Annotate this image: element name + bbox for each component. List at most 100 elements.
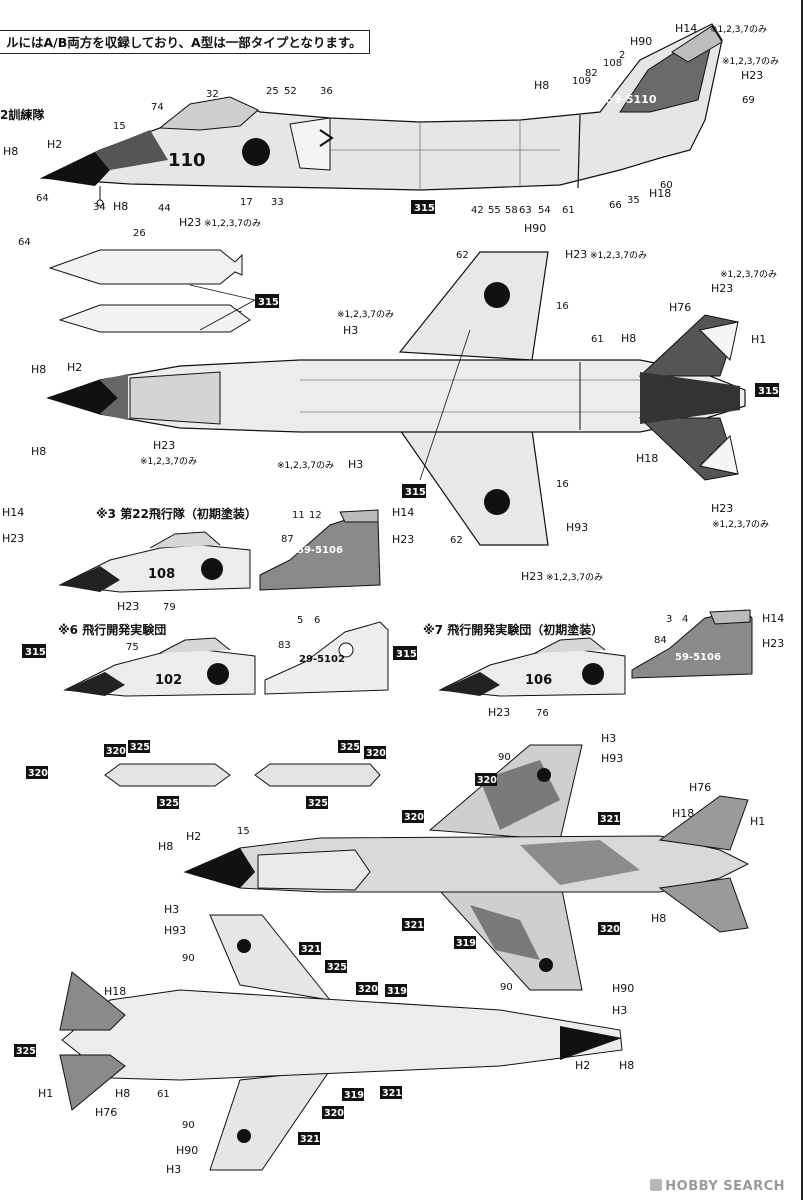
svg-text:320: 320: [404, 812, 424, 823]
svg-text:H23: H23: [488, 706, 510, 719]
svg-text:H3: H3: [166, 1163, 181, 1176]
paint-code-315-e: 315: [22, 644, 46, 658]
variant-adtw-early-nose: 106: [438, 637, 626, 697]
svg-text:H3: H3: [164, 903, 179, 916]
svg-text:H3: H3: [601, 732, 616, 745]
svg-text:315: 315: [25, 647, 46, 658]
note-top-7: ※1,2,3,7のみ: [546, 572, 603, 583]
svg-text:H1: H1: [751, 333, 766, 346]
variant-sq22-nose: 108: [58, 531, 251, 593]
drop-tanks-side: 315: [48, 249, 279, 333]
svg-text:11: 11: [292, 510, 305, 521]
svg-text:61: 61: [562, 205, 575, 216]
svg-text:2: 2: [619, 50, 625, 61]
variant-sq22-tail: 59-5106: [259, 509, 381, 591]
svg-text:17: 17: [240, 197, 253, 208]
paint-code-315-d: 315: [393, 646, 417, 660]
note-top-3: ※1,2,3,7のみ: [720, 269, 777, 280]
variant-adtw-early-tail: 59-5106: [631, 609, 753, 679]
note-top-1: ※1,2,3,7のみ: [590, 250, 647, 261]
svg-text:16: 16: [556, 301, 569, 312]
callouts-camo-bottom: 90 61 90: [157, 953, 195, 1131]
svg-text:315: 315: [758, 386, 779, 397]
svg-text:H76: H76: [689, 781, 711, 794]
svg-text:319: 319: [387, 986, 407, 997]
svg-text:H23: H23: [711, 502, 733, 515]
svg-text:H90: H90: [524, 222, 546, 235]
svg-text:H18: H18: [104, 985, 126, 998]
notice-banner: ルにはA/B両方を収録しており、A型は一部タイプとなります。: [0, 30, 370, 54]
svg-text:H2: H2: [575, 1059, 590, 1072]
paint-codes-camo: 320 325 325 325 320 325 320 320 321 321 …: [14, 740, 620, 1145]
svg-text:87: 87: [281, 534, 294, 545]
h-marks-camo-top: H3 H93 H8 H2 H76 H18 H1 H8 H90 H3: [158, 732, 765, 1017]
svg-text:H3: H3: [348, 458, 363, 471]
svg-text:321: 321: [600, 814, 620, 825]
svg-text:64: 64: [36, 193, 49, 204]
watermark: HOBBY SEARCH: [650, 1179, 785, 1194]
svg-text:320: 320: [477, 775, 497, 786]
svg-text:H90: H90: [630, 35, 652, 48]
svg-text:15: 15: [113, 121, 126, 132]
svg-text:36: 36: [320, 86, 333, 97]
svg-text:4: 4: [682, 614, 688, 625]
paint-code-315-a: 315: [411, 200, 435, 214]
svg-text:315: 315: [405, 487, 426, 498]
svg-text:H23: H23: [2, 532, 24, 545]
callouts-camo-top: 15 90 90: [237, 752, 513, 993]
svg-text:H8: H8: [158, 840, 173, 853]
svg-text:42: 42: [471, 205, 484, 216]
svg-text:59-5106: 59-5106: [675, 652, 721, 663]
note-top-6: ※1,2,3,7のみ: [712, 519, 769, 530]
note-top-4: ※1,2,3,7のみ: [140, 456, 197, 467]
svg-text:90: 90: [182, 1120, 195, 1131]
svg-text:29-5102: 29-5102: [299, 654, 345, 665]
top-view-main: [46, 251, 746, 546]
camo-top-view: [183, 744, 750, 991]
svg-text:H2: H2: [67, 361, 82, 374]
svg-text:H23: H23: [392, 533, 414, 546]
svg-text:32: 32: [206, 89, 219, 100]
svg-text:33: 33: [271, 197, 284, 208]
svg-text:319: 319: [344, 1090, 364, 1101]
variant-adtw-nose: 102: [63, 637, 256, 697]
svg-text:321: 321: [382, 1088, 402, 1099]
svg-text:321: 321: [300, 1134, 320, 1145]
svg-text:320: 320: [28, 768, 48, 779]
svg-text:H23: H23: [711, 282, 733, 295]
note-main-tail-top: ※1,2,3,7のみ: [710, 24, 767, 35]
svg-text:H18: H18: [636, 452, 658, 465]
note-main-side: ※1,2,3,7のみ: [204, 218, 261, 229]
watermark-icon: [650, 1179, 663, 1191]
svg-text:108: 108: [603, 58, 622, 69]
svg-text:90: 90: [500, 982, 513, 993]
svg-text:325: 325: [327, 962, 347, 973]
svg-text:83: 83: [278, 640, 291, 651]
svg-text:5: 5: [297, 615, 303, 626]
svg-text:H93: H93: [164, 924, 186, 937]
section-title-training: 2訓練隊: [0, 108, 45, 122]
svg-text:320: 320: [600, 924, 620, 935]
note-top-2: ※1,2,3,7のみ: [337, 309, 394, 320]
callouts-sq22: 11 12 87 79: [163, 510, 322, 613]
svg-text:H76: H76: [669, 301, 691, 314]
svg-text:H8: H8: [31, 445, 46, 458]
svg-text:H2: H2: [186, 830, 201, 843]
svg-text:H8: H8: [3, 145, 18, 158]
svg-text:H14: H14: [762, 612, 784, 625]
svg-text:15: 15: [237, 826, 250, 837]
tail-serial-main: 59-5110: [606, 93, 657, 106]
svg-text:325: 325: [130, 742, 150, 753]
svg-text:321: 321: [301, 944, 321, 955]
svg-text:3: 3: [666, 614, 672, 625]
callouts-main-side: 32 25 52 36 74 15 34 64 44 17 33 42 55 5…: [18, 50, 755, 321]
svg-text:H23: H23: [521, 570, 543, 583]
svg-text:61: 61: [157, 1089, 170, 1100]
svg-text:H23: H23: [762, 637, 784, 650]
svg-text:12: 12: [309, 510, 322, 521]
svg-text:62: 62: [450, 535, 463, 546]
svg-text:320: 320: [358, 984, 378, 995]
svg-text:H23: H23: [179, 216, 201, 229]
